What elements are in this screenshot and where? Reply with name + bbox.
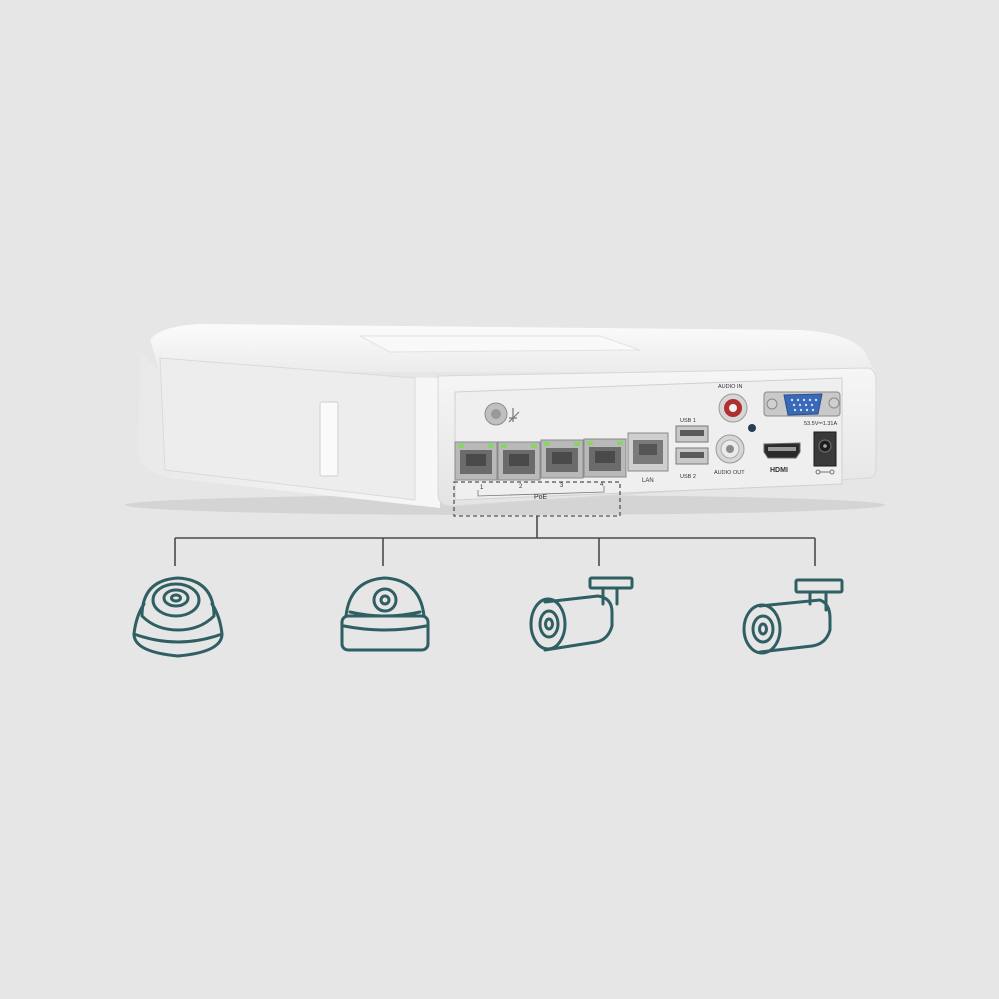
power-rating-label: 53.5V⎓1.31A xyxy=(804,421,837,427)
usb-ports: USB 1 USB 2 xyxy=(675,418,709,480)
port-led xyxy=(501,444,507,448)
hdmi-label: HDMI xyxy=(770,467,788,474)
vga-port[interactable] xyxy=(763,391,841,417)
poe-number-2: 2 xyxy=(519,484,523,490)
ground-screw xyxy=(484,402,520,426)
poe-port-2[interactable] xyxy=(497,441,541,481)
poe-bracket xyxy=(477,486,605,497)
connector-lines xyxy=(174,481,816,566)
poe-number-4: 4 xyxy=(600,482,604,488)
poe-port-3[interactable] xyxy=(540,439,584,479)
polarity-icon xyxy=(815,469,835,475)
port-led xyxy=(488,444,494,448)
port-led xyxy=(587,441,593,445)
bullet-camera-icon-1 xyxy=(529,576,634,652)
ground-icon xyxy=(508,408,520,423)
port-led xyxy=(574,442,580,446)
port-led xyxy=(531,444,537,448)
usb2-label: USB 2 xyxy=(680,474,696,480)
audio-out-jack[interactable] xyxy=(715,434,745,464)
lan-label: LAN xyxy=(642,478,654,484)
nvr-device: 1 2 3 4 PoE LAN USB 1 USB 2 xyxy=(125,324,885,515)
audio-jacks: AUDIO IN AUDIO OUT xyxy=(714,384,756,476)
audio-in-label: AUDIO IN xyxy=(718,384,742,390)
dome-camera-icon xyxy=(340,576,430,652)
poe-label: PoE xyxy=(534,494,548,501)
turret-camera-icon xyxy=(132,576,224,658)
usb1-label: USB 1 xyxy=(680,418,696,424)
poe-port-4[interactable] xyxy=(583,438,627,478)
usb-port-1[interactable] xyxy=(675,425,709,443)
side-clip xyxy=(319,401,339,477)
hdmi-port[interactable]: HDMI xyxy=(763,442,801,474)
power-jack[interactable]: 53.5V⎓1.31A xyxy=(804,421,837,475)
poe-number-3: 3 xyxy=(560,483,564,489)
poe-number-1: 1 xyxy=(480,485,484,491)
audio-out-label: AUDIO OUT xyxy=(714,470,745,476)
port-led xyxy=(458,444,464,448)
audio-in-jack[interactable] xyxy=(718,393,748,423)
device-shadow xyxy=(125,495,885,515)
side-panel xyxy=(159,357,416,501)
indicator-dot xyxy=(748,424,756,432)
port-led xyxy=(617,441,623,445)
poe-port-1[interactable] xyxy=(454,441,498,481)
lan-port[interactable]: LAN xyxy=(627,432,669,484)
bullet-camera-icon-2 xyxy=(742,578,844,655)
usb-port-2[interactable] xyxy=(675,447,709,465)
top-label-area xyxy=(359,335,641,353)
port-led xyxy=(544,442,550,446)
poe-ports: 1 2 3 4 PoE xyxy=(454,438,627,501)
